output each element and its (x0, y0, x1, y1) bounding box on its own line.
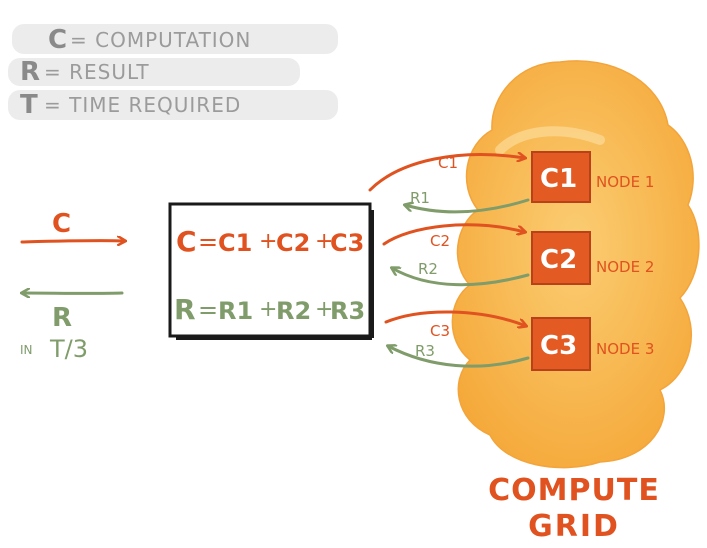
arrow-r1-label: R1 (410, 189, 430, 207)
r-plus-2: + (315, 297, 333, 322)
r-equation-equals: = (198, 296, 218, 324)
legend-c-text: = COMPUTATION (70, 28, 251, 52)
node-2-chip-label: C2 (540, 245, 577, 275)
legend-t-letter: T (20, 90, 38, 120)
c-equation-lhs: C (176, 225, 197, 258)
output-r-label: R (52, 303, 72, 333)
grid-caption: COMPUTE GRID (488, 473, 660, 544)
input-c-label: C (52, 209, 71, 239)
dispatch-arrows: C1 R1 C2 R2 C3 R3 (368, 154, 530, 368)
node-2-chip (531, 231, 591, 285)
node-3: C3 NODE 3 (531, 317, 654, 371)
c-plus-1: + (259, 229, 277, 254)
arrow-r3 (388, 346, 530, 368)
arrow-r2-label: R2 (418, 260, 438, 278)
arrow-c2-label: C2 (430, 232, 450, 250)
grid-caption-line1: COMPUTE (488, 473, 660, 508)
arrow-c3-label: C3 (430, 322, 450, 340)
r-term-1: R1 (218, 297, 253, 325)
node-2-label: NODE 2 (596, 258, 654, 276)
legend-wash-1 (12, 24, 338, 54)
c-term-3: C3 (330, 229, 364, 257)
grid-caption-line2: GRID (528, 509, 620, 544)
arrow-r2 (392, 268, 530, 287)
legend-wash-2 (8, 58, 300, 86)
node-1-chip (531, 151, 591, 203)
legend-r-text: = RESULT (44, 60, 150, 84)
arrow-c1 (368, 155, 525, 192)
formula-box: C = C1 + C2 + C3 R = R1 + R2 + R3 (168, 202, 374, 340)
arrow-r3-label: R3 (415, 342, 435, 360)
node-3-chip (531, 317, 591, 371)
c-term-1: C1 (218, 229, 252, 257)
time-prefix: IN (20, 343, 33, 357)
r-equation-lhs: R (174, 293, 196, 326)
c-plus-2: + (315, 229, 333, 254)
r-plus-1: + (259, 297, 277, 322)
r-term-2: R2 (276, 297, 311, 325)
time-value: T/3 (49, 335, 88, 363)
node-1-label: NODE 1 (596, 173, 654, 191)
node-3-label: NODE 3 (596, 340, 654, 358)
arrow-c3 (384, 310, 526, 326)
client-side: C R IN T/3 (20, 209, 125, 363)
input-c-arrow (20, 241, 125, 242)
node-3-chip-label: C3 (540, 331, 577, 361)
r-term-3: R3 (330, 297, 365, 325)
legend: C = COMPUTATION R = RESULT T = TIME REQU… (8, 24, 338, 120)
legend-c-letter: C (48, 25, 67, 55)
legend-t-text: = TIME REQUIRED (44, 93, 241, 117)
c-term-2: C2 (276, 229, 310, 257)
arrow-r1 (405, 198, 530, 214)
arrow-c1-label: C1 (438, 154, 458, 172)
legend-wash-3 (8, 90, 338, 120)
node-2: C2 NODE 2 (531, 231, 654, 285)
cloud-highlight (495, 126, 605, 155)
arrow-c2 (382, 223, 525, 246)
node-1-chip-label: C1 (540, 164, 577, 194)
node-1: C1 NODE 1 (531, 151, 654, 203)
legend-r-letter: R (20, 57, 40, 87)
c-equation-equals: = (198, 228, 218, 256)
